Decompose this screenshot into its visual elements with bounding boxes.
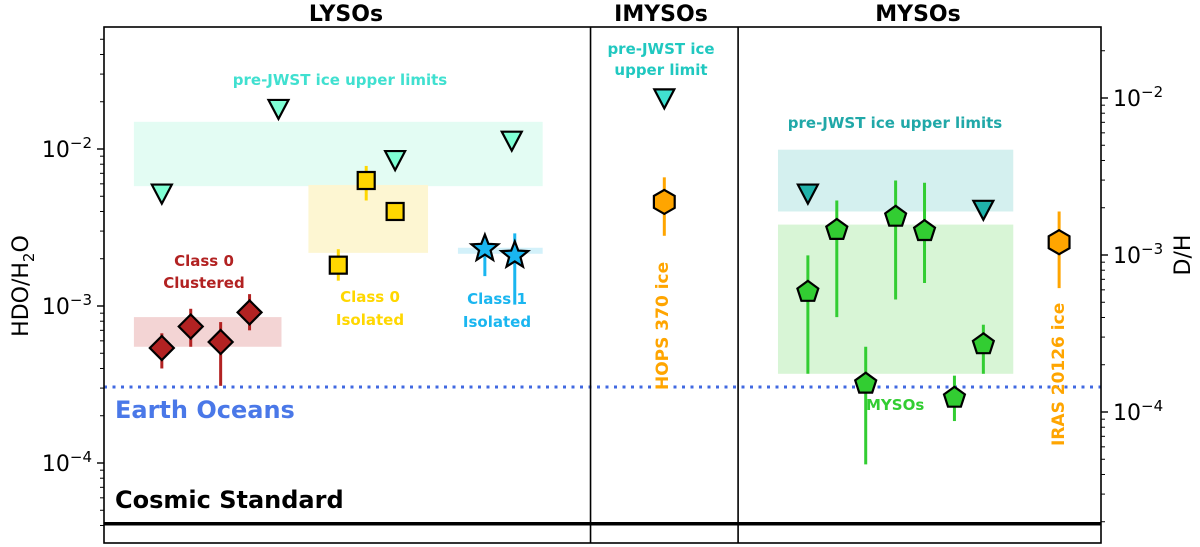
- data-markers: [148, 88, 1071, 408]
- y2-axis-tick-label: 10−4: [1113, 397, 1163, 426]
- class1-isolated-label: Class 1 Isolated: [463, 290, 531, 331]
- marker-class-0-clustered-1: [177, 312, 205, 341]
- class0-isolated-line1: Class 0: [340, 288, 400, 306]
- y-axis-label: HDO/H2O: [9, 235, 38, 337]
- marker-mysos-6: [971, 331, 996, 355]
- class0-clustered-line2: Clustered: [163, 274, 244, 292]
- mysos-label: MYSOs: [866, 396, 924, 414]
- y2-axis-tick-base: 10: [1113, 87, 1141, 112]
- marker-lyso-pre-jwst-ice-upper-limits-0: [150, 183, 174, 206]
- myso-upper-limits-label: pre-JWST ice upper limits: [788, 114, 1003, 132]
- marker-mysos-1: [825, 217, 849, 240]
- y-axis-tick-label: 10−3: [42, 291, 92, 320]
- plot-frame: [103, 26, 1102, 544]
- y2-axis-tick-exp: −2: [1141, 83, 1163, 101]
- marker-hops-370-ice-0: [652, 188, 676, 216]
- marker-iras-20126-ice-0: [1047, 228, 1071, 256]
- y-axis-tick-exp: −3: [70, 291, 92, 309]
- class1-isolated-line2: Isolated: [463, 313, 531, 331]
- imyso-upper-limit-line2: upper limit: [614, 61, 707, 79]
- imyso-upper-limit-line1: pre-JWST ice: [607, 40, 714, 58]
- panel-title-imysos: IMYSOs: [614, 2, 708, 27]
- y2-axis-tick-exp: −3: [1141, 240, 1163, 258]
- marker-lyso-pre-jwst-ice-upper-limits-2: [383, 149, 407, 173]
- y2-axis-tick-base: 10: [1113, 244, 1141, 269]
- axis-ticks: 10−210−310−410−210−310−4: [42, 38, 1163, 526]
- marker-class-0-clustered-0: [148, 334, 176, 362]
- marker-class-1-isolated-1: [498, 238, 532, 270]
- y-axis-label-sub: 2: [20, 253, 38, 263]
- y2-axis-tick-exp: −4: [1141, 397, 1163, 415]
- band-lyso-pre-jwst-ice-upper-limits: [133, 121, 543, 187]
- marker-mysos-0: [796, 279, 820, 302]
- marker-class-0-clustered-2: [207, 328, 235, 356]
- y-axis-tick-exp: −2: [70, 134, 92, 152]
- cosmic-standard-label: Cosmic Standard: [115, 486, 344, 514]
- y2-axis-tick-label: 10−2: [1113, 83, 1163, 112]
- marker-mysos-4: [912, 218, 937, 242]
- y-axis-tick-base: 10: [42, 452, 70, 477]
- lyso-upper-limits-label: pre-JWST ice upper limits: [233, 71, 448, 89]
- marker-imyso-pre-jwst-ice-upper-limit-0: [652, 88, 677, 111]
- marker-class-0-isolated-1: [356, 170, 376, 191]
- y-axis-tick-base: 10: [42, 138, 70, 163]
- iras20126-label: IRAS 20126 ice: [1049, 303, 1069, 446]
- panel-title-mysos: MYSOs: [875, 2, 960, 27]
- imyso-upper-limit-label: pre-JWST ice upper limit: [607, 40, 714, 79]
- y-axis-tick-label: 10−2: [42, 134, 92, 163]
- marker-mysos-2: [853, 371, 878, 394]
- marker-mysos-3: [883, 204, 908, 227]
- y2-axis-tick-base: 10: [1113, 401, 1141, 426]
- shaded-bands: [133, 121, 1014, 374]
- hops370-label: HOPS 370 ice: [653, 262, 673, 390]
- marker-myso-pre-jwst-ice-upper-limits-0: [796, 183, 820, 206]
- earth-oceans-label: Earth Oceans: [115, 396, 295, 424]
- reference-lines: [104, 385, 1101, 526]
- marker-mysos-5: [942, 385, 967, 408]
- marker-lyso-pre-jwst-ice-upper-limits-3: [499, 130, 524, 154]
- y2-axis-label: D/H: [1171, 235, 1196, 276]
- y-axis-tick-exp: −4: [70, 448, 92, 466]
- axes-frame: [103, 26, 1102, 544]
- class1-isolated-line1: Class 1: [467, 290, 527, 308]
- class0-isolated-line2: Isolated: [336, 311, 404, 329]
- marker-class-0-isolated-2: [385, 201, 405, 222]
- marker-class-0-clustered-3: [236, 298, 264, 326]
- class0-isolated-label: Class 0 Isolated: [336, 288, 404, 329]
- marker-class-1-isolated-0: [468, 231, 502, 263]
- panel-title-lysos: LYSOs: [309, 2, 383, 27]
- y-axis-label-tail: O: [9, 235, 34, 252]
- band-class-0-isolated: [308, 184, 429, 253]
- class0-clustered-line1: Class 0: [174, 252, 234, 270]
- class0-clustered-label: Class 0 Clustered: [163, 252, 244, 292]
- y2-axis-tick-label: 10−3: [1113, 240, 1163, 269]
- marker-lyso-pre-jwst-ice-upper-limits-1: [266, 98, 291, 122]
- y-axis-label-main: HDO/H: [9, 262, 34, 337]
- marker-class-0-isolated-0: [328, 255, 348, 275]
- y-axis-tick-base: 10: [42, 295, 70, 320]
- y-axis-tick-label: 10−4: [42, 448, 92, 477]
- marker-myso-pre-jwst-ice-upper-limits-1: [971, 199, 996, 223]
